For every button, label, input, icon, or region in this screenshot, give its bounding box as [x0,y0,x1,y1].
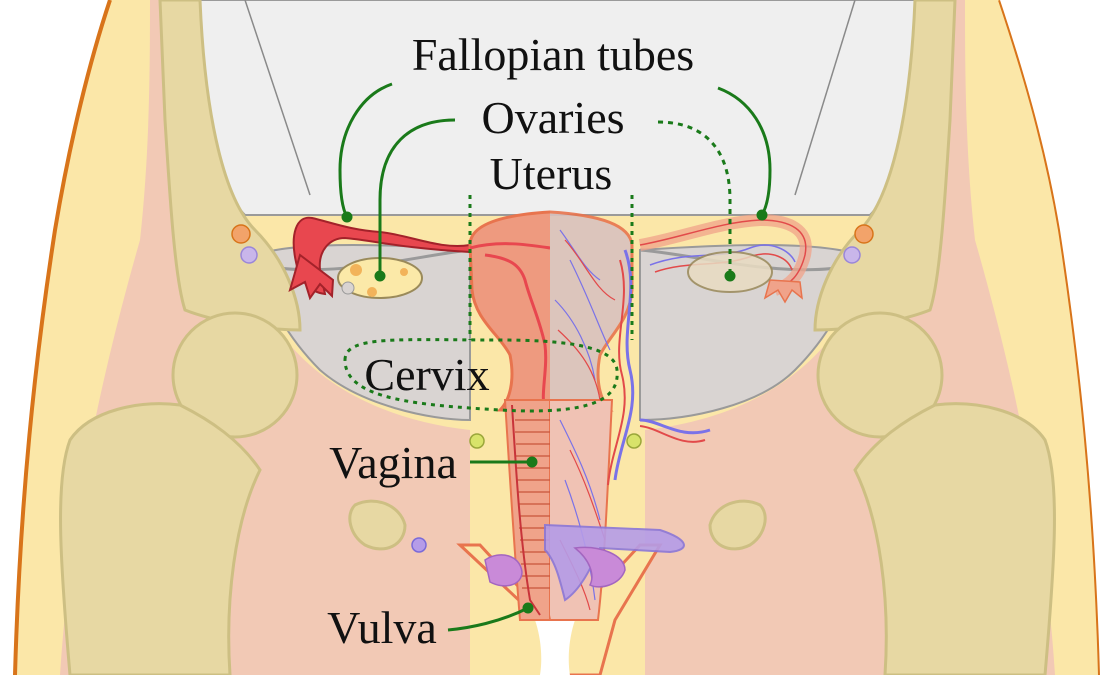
suspensory-ligament-right [794,0,856,196]
label-cervix: Cervix [364,349,489,400]
label-vagina: Vagina [329,437,457,488]
uterus-dotted-outline [468,195,634,340]
cervix-dotted-outline [343,338,619,413]
label-ovaries: Ovaries [481,92,624,143]
leader-fallopian-right [717,86,772,216]
leader-lines [338,82,772,632]
pelvic-bones [59,0,1056,675]
leader-ovary-left [378,118,456,276]
leader-ovary-right [657,120,732,276]
label-uterus: Uterus [490,148,613,199]
leader-fallopian-left [338,82,393,218]
clitoris [484,523,685,602]
leader-vulva [447,606,529,632]
label-fallopian-tubes: Fallopian tubes [412,29,694,80]
suspensory-ligament-left [244,0,311,196]
label-vulva: Vulva [327,602,437,653]
